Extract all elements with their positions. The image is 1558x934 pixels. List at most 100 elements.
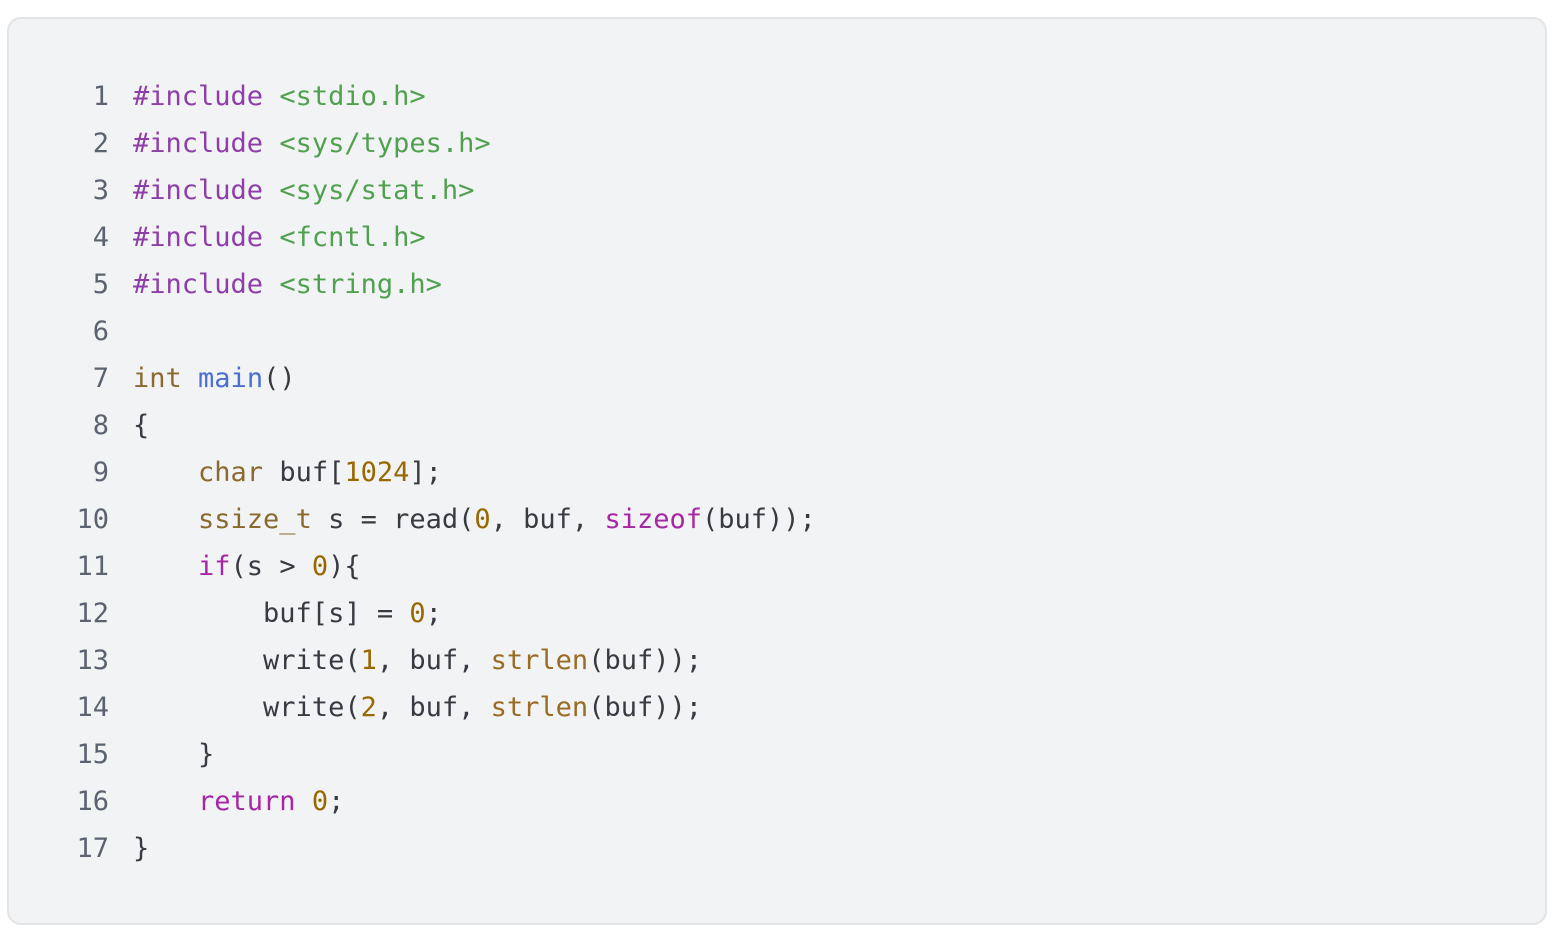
code-token-num: 0 (474, 504, 491, 535)
code-line: 11 if(s > 0){ (9, 543, 1545, 590)
code-token-plain: (buf)); (588, 692, 702, 723)
code-line: 4 #include <fcntl.h> (9, 214, 1545, 261)
code-token-plain (133, 786, 198, 817)
line-number: 1 (92, 81, 109, 112)
code-token-directive: #include (133, 81, 264, 112)
code-token-plain: s = read( (311, 504, 475, 535)
line-number: 11 (76, 551, 109, 582)
code-token-plain: } (133, 833, 150, 864)
line-number: 3 (92, 175, 109, 206)
code-token-plain (296, 786, 312, 817)
code-token-plain: , buf, (490, 504, 605, 535)
line-number: 17 (76, 833, 109, 864)
line-code: #include <stdio.h> (133, 81, 426, 112)
code-token-plain (133, 551, 198, 582)
code-token-plain: ){ (328, 551, 361, 582)
code-token-fn: main (198, 363, 264, 394)
code-token-num: 2 (360, 692, 377, 723)
line-number: 9 (92, 457, 109, 488)
code-token-directive: #include (133, 222, 264, 253)
line-code: { (133, 410, 149, 441)
code-token-plain (263, 222, 279, 253)
line-code: } (133, 739, 214, 770)
line-code: #include <sys/stat.h> (133, 175, 474, 206)
line-number: 6 (92, 316, 109, 347)
code-token-header: <fcntl.h> (279, 222, 426, 253)
line-number: 14 (76, 692, 109, 723)
code-line: 3 #include <sys/stat.h> (9, 167, 1545, 214)
code-block: 1 #include <stdio.h> 2 #include <sys/types.… (7, 17, 1547, 925)
code-token-plain (133, 457, 198, 488)
line-code: #include <sys/types.h> (133, 128, 491, 159)
line-number: 2 (92, 128, 109, 159)
code-line: 8{ (9, 402, 1545, 449)
line-code: return 0; (133, 786, 344, 817)
code-token-num: 0 (311, 786, 329, 817)
line-code: } (133, 833, 149, 864)
code-token-plain (263, 128, 279, 159)
code-token-type: char (198, 457, 264, 488)
code-token-plain: (buf)); (702, 504, 816, 535)
code-line: 10 ssize_t s = read(0, buf, sizeof(buf))… (9, 496, 1545, 543)
code-line: 12 buf[s] = 0; (9, 590, 1545, 637)
code-token-num: 0 (409, 598, 426, 629)
code-line: 5 #include <string.h> (9, 261, 1545, 308)
code-token-plain: , buf, (376, 692, 491, 723)
code-token-builtin: strlen (490, 645, 589, 676)
code-token-keyword: sizeof (604, 504, 702, 535)
line-number: 8 (92, 410, 109, 441)
code-token-plain: () (263, 363, 296, 394)
line-code: write(1, buf, strlen(buf)); (133, 645, 702, 676)
code-token-keyword: return (198, 786, 296, 817)
code-token-plain: ; (328, 786, 345, 817)
code-line: 15 } (9, 731, 1545, 778)
code-token-header: <stdio.h> (279, 81, 426, 112)
code-token-header: <sys/types.h> (279, 128, 491, 159)
code-token-num: 1 (360, 645, 377, 676)
line-code: ssize_t s = read(0, buf, sizeof(buf)); (133, 504, 816, 535)
code-token-plain: (s > (230, 551, 312, 582)
code-line: 7 int main() (9, 355, 1545, 402)
code-token-plain: (buf)); (588, 645, 702, 676)
code-token-directive: #include (133, 269, 264, 300)
line-code: char buf[1024]; (133, 457, 442, 488)
line-code: int main() (133, 363, 296, 394)
line-code: buf[s] = 0; (133, 598, 442, 629)
code-token-builtin: strlen (490, 692, 589, 723)
line-number: 7 (92, 363, 109, 394)
code-token-directive: #include (133, 128, 264, 159)
code-token-type: int (133, 363, 182, 394)
line-code: #include <string.h> (133, 269, 442, 300)
line-code: #include <fcntl.h> (133, 222, 426, 253)
code-token-plain: buf[s] = (133, 598, 410, 629)
line-code: write(2, buf, strlen(buf)); (133, 692, 702, 723)
code-line: 17} (9, 825, 1545, 872)
code-token-plain (263, 269, 279, 300)
line-number: 10 (76, 504, 109, 535)
code-line: 16 return 0; (9, 778, 1545, 825)
code-token-plain: ]; (409, 457, 442, 488)
code-line: 2 #include <sys/types.h> (9, 120, 1545, 167)
code-token-plain (133, 504, 198, 535)
code-token-plain: write( (133, 645, 361, 676)
code-line: 6 (9, 308, 1545, 355)
code-token-plain: write( (133, 692, 361, 723)
line-number: 5 (92, 269, 109, 300)
code-token-plain: } (133, 739, 215, 770)
code-line: 13 write(1, buf, strlen(buf)); (9, 637, 1545, 684)
code-token-plain (182, 363, 198, 394)
line-number: 13 (76, 645, 109, 676)
code-token-plain: buf[ (263, 457, 345, 488)
code-token-num: 0 (311, 551, 329, 582)
code-line: 1 #include <stdio.h> (9, 73, 1545, 120)
line-number: 16 (76, 786, 109, 817)
code-token-plain: , buf, (376, 645, 491, 676)
code-line: 14 write(2, buf, strlen(buf)); (9, 684, 1545, 731)
line-number: 4 (92, 222, 109, 253)
code-token-header: <string.h> (279, 269, 442, 300)
code-token-type: ssize_t (198, 504, 312, 535)
line-number: 15 (76, 739, 109, 770)
code-token-plain: ; (425, 598, 442, 629)
line-code: if(s > 0){ (133, 551, 361, 582)
code-token-plain (263, 175, 279, 206)
